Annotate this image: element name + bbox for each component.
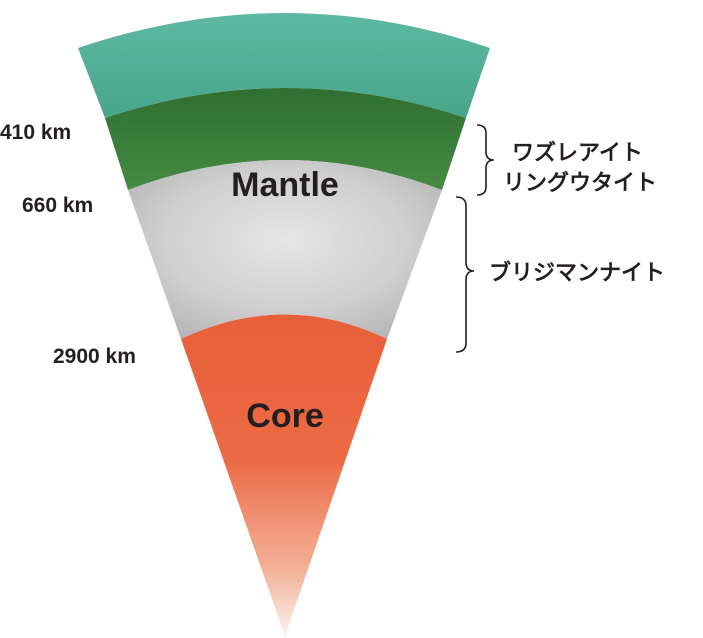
mineral-ringwoodite: リングウタイト	[503, 170, 657, 196]
mantle-label: Mantle	[231, 166, 339, 204]
depth-label-410: 410 km	[0, 121, 71, 144]
crust-band	[78, 13, 490, 118]
mineral-bridgmanite: ブリジマンナイト	[489, 260, 665, 286]
mantle-band	[128, 160, 442, 339]
depth-label-2900: 2900 km	[53, 345, 136, 368]
transition-zone-bracket	[476, 124, 495, 196]
core-band	[181, 314, 387, 636]
mineral-wadsleyite: ワズレアイト	[512, 140, 643, 166]
lower-mantle-bracket	[455, 196, 475, 353]
depth-label-660: 660 km	[22, 194, 93, 217]
core-label: Core	[246, 397, 323, 435]
transition-zone-band	[105, 88, 466, 190]
